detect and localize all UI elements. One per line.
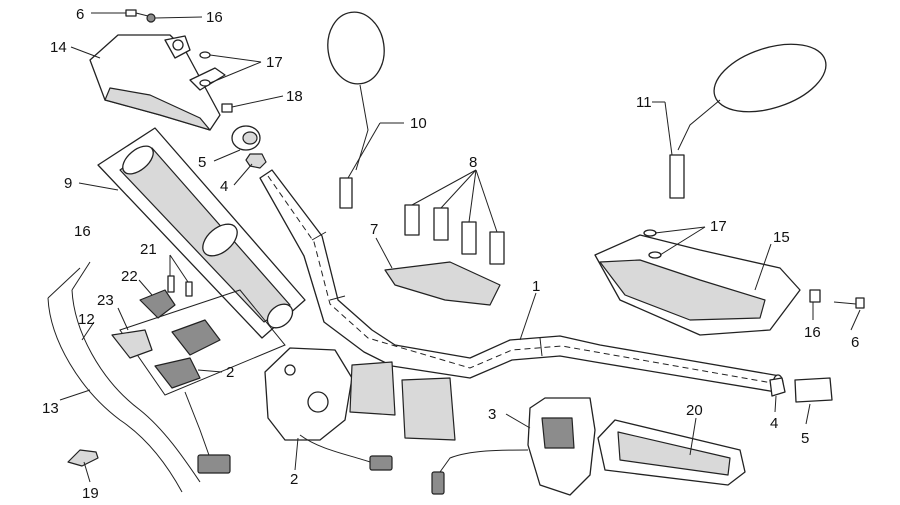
callout-19: 19	[82, 485, 99, 502]
callout-15: 15	[773, 229, 790, 246]
callout-13: 13	[42, 400, 59, 417]
callout-17-right: 17	[710, 218, 727, 235]
upper-clamp	[384, 261, 501, 306]
callout-9: 9	[64, 175, 72, 192]
callout-numbers: 6 16 14 17 18 10 11 5 8 9 4 17 16 7 15 2…	[42, 6, 859, 502]
bolt-right	[809, 289, 865, 309]
bar-end-weight-right	[769, 377, 833, 403]
callout-3: 3	[488, 406, 496, 423]
callout-4-right: 4	[770, 415, 778, 432]
leader-lines	[59, 12, 861, 483]
callout-4-left: 4	[220, 178, 228, 195]
cable-clip	[67, 449, 99, 467]
callout-17-left: 17	[266, 54, 283, 71]
throttle-cables	[47, 261, 201, 493]
callout-23: 23	[97, 292, 114, 309]
callout-8: 8	[469, 154, 477, 171]
callout-5-left: 5	[198, 154, 206, 171]
screw-18	[221, 103, 233, 113]
callout-22: 22	[121, 268, 138, 285]
grip-left	[97, 127, 306, 339]
callout-16-right: 16	[804, 324, 821, 341]
callout-16-mid: 16	[74, 223, 91, 240]
washers-left	[199, 51, 211, 87]
risers	[349, 361, 456, 441]
callout-12: 12	[78, 311, 95, 328]
switch-block-right	[431, 397, 596, 496]
callout-11: 11	[636, 94, 652, 111]
grip-right	[597, 419, 746, 486]
switch-block-left	[264, 347, 393, 471]
bar-end-weight-left	[231, 125, 267, 169]
callout-21: 21	[140, 241, 157, 258]
callout-20: 20	[686, 402, 703, 419]
callout-6-right: 6	[851, 334, 859, 351]
callout-1: 1	[532, 278, 540, 295]
callout-7: 7	[370, 221, 378, 238]
handguard-right	[594, 229, 801, 336]
callout-14: 14	[50, 39, 67, 56]
callout-10: 10	[410, 115, 427, 132]
callout-2-clutch: 2	[226, 364, 234, 381]
callout-2-switch: 2	[290, 471, 298, 488]
clamp-bolts	[404, 204, 505, 265]
mirror-right	[669, 43, 827, 199]
clutch-group	[111, 275, 286, 474]
callout-6-top: 6	[76, 6, 84, 23]
callout-5-right: 5	[801, 430, 809, 447]
callout-18: 18	[286, 88, 303, 105]
handguard-left	[89, 34, 226, 131]
mirror-left	[327, 11, 385, 209]
bolt-top-left	[125, 9, 156, 23]
callout-16-top: 16	[206, 9, 223, 26]
